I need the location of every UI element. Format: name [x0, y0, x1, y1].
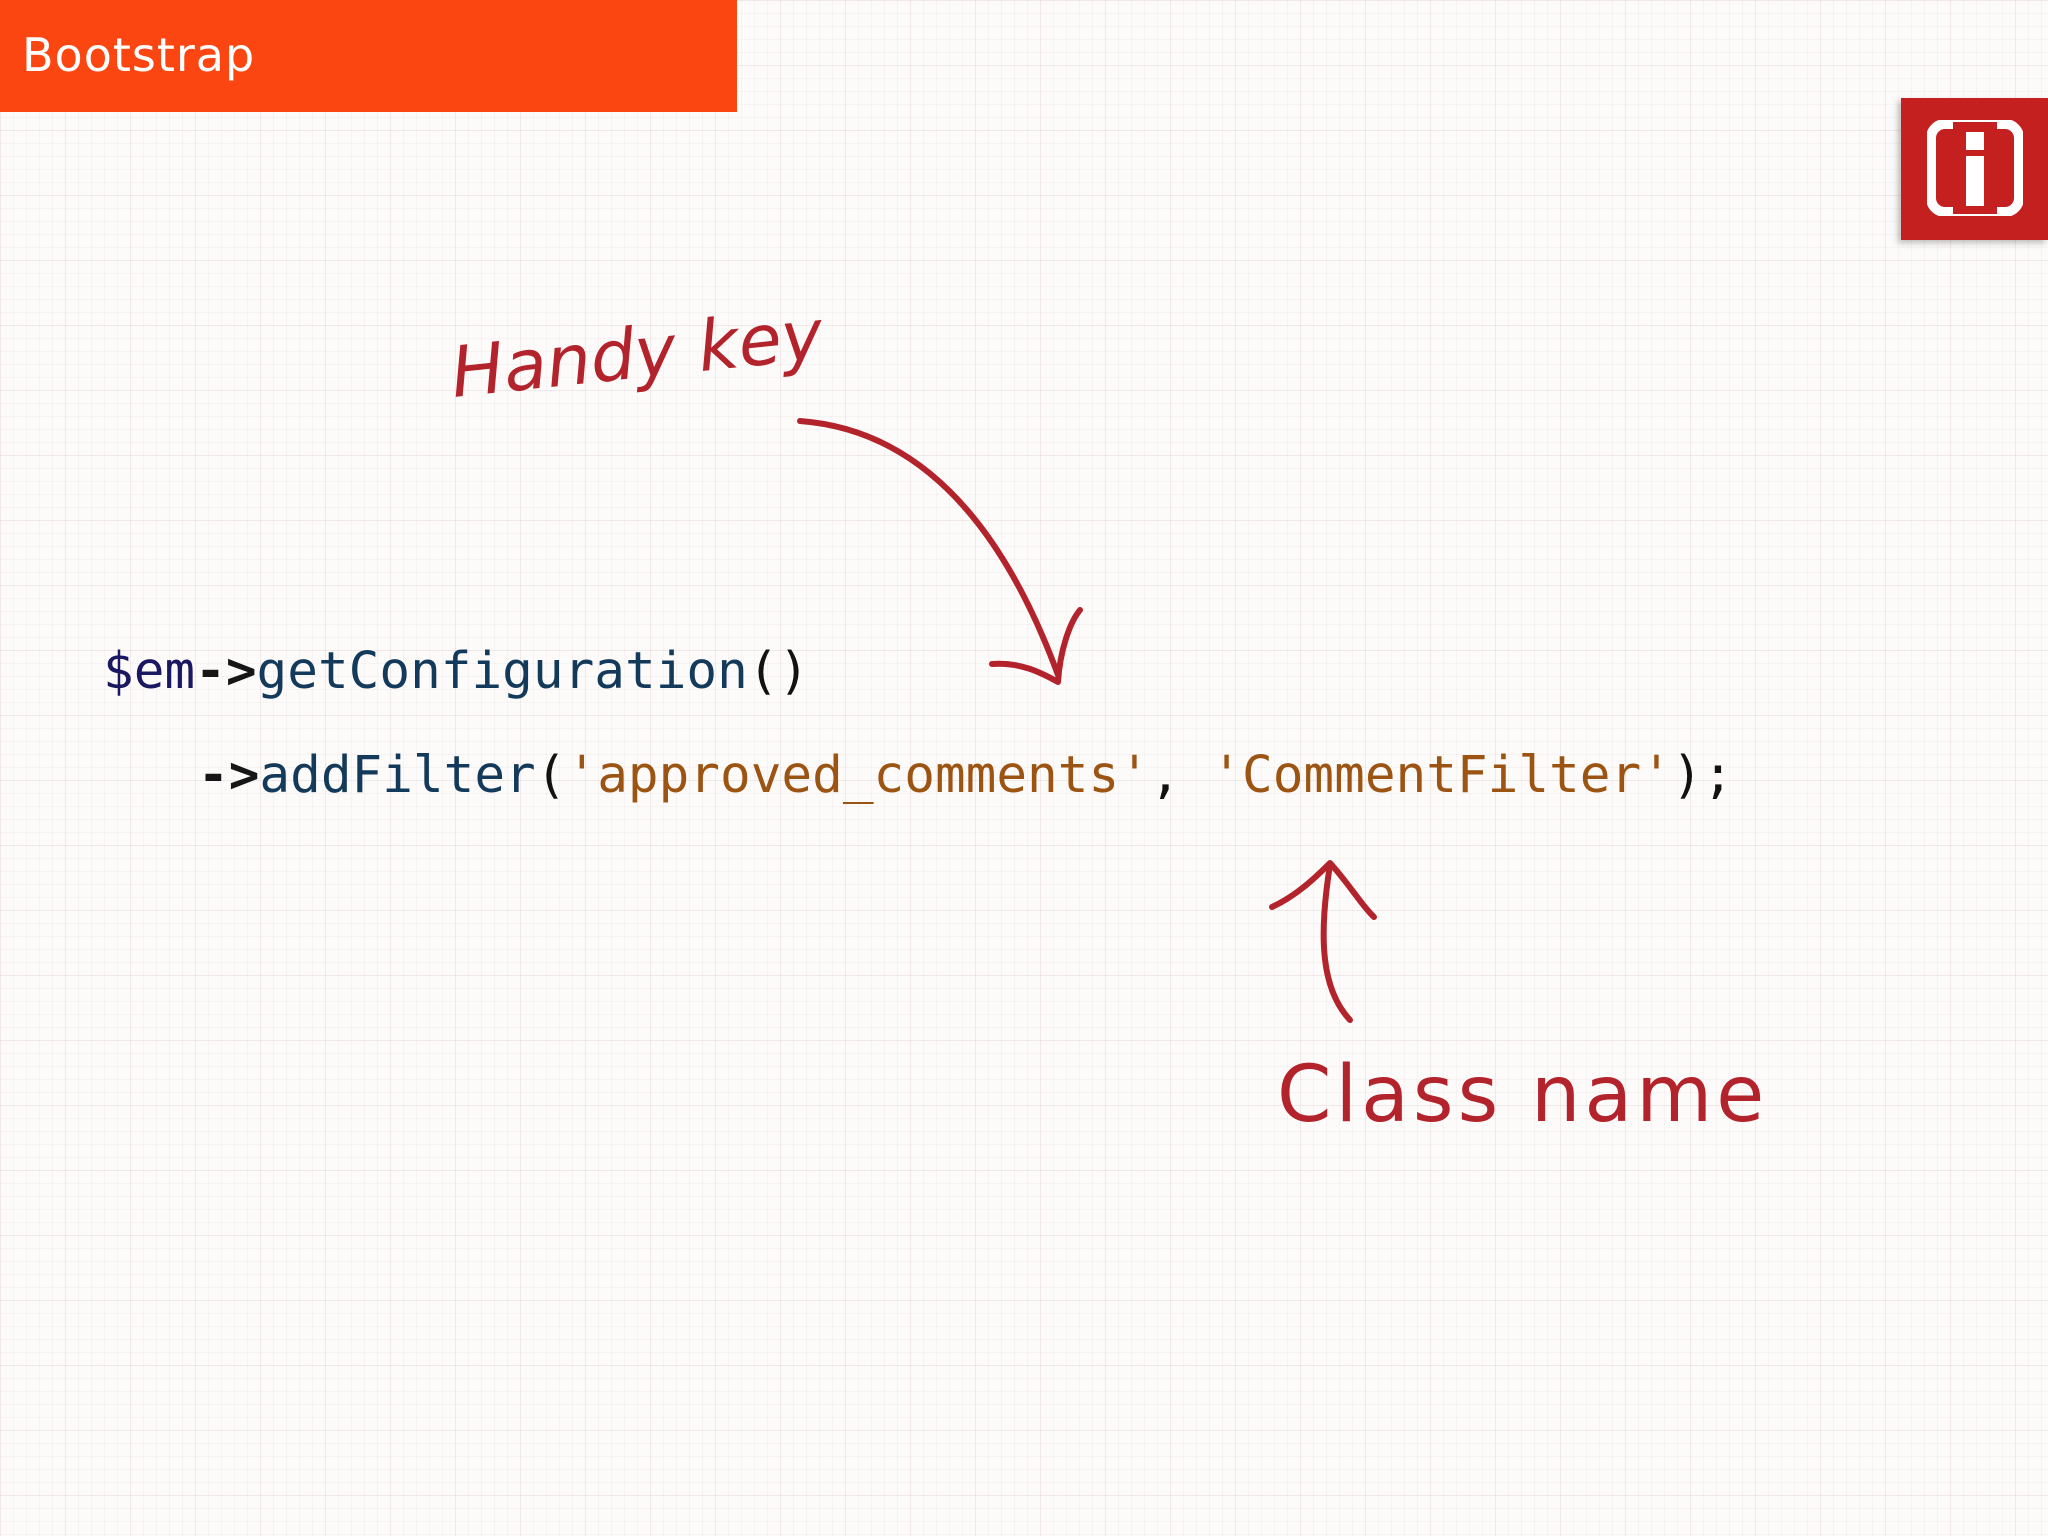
code-arrow-operator: -> [195, 642, 257, 701]
code-method-get-configuration: getConfiguration [256, 642, 748, 701]
code-class-name-string: 'CommentFilter' [1211, 746, 1672, 805]
code-open-paren: ( [535, 746, 567, 805]
header-title: Bootstrap [22, 28, 256, 82]
code-close-statement: ); [1671, 746, 1734, 805]
logo-badge [1901, 98, 2048, 240]
header-bar: Bootstrap [0, 0, 737, 112]
curved-arrow-down-icon [797, 418, 1061, 678]
code-method-add-filter: addFilter [259, 746, 536, 805]
annotation-handy-key: Handy key [447, 293, 827, 414]
curved-arrow-up-icon [1320, 862, 1353, 1023]
code-line-1: $em->getConfiguration() [103, 646, 809, 697]
arrowhead-down-icon [989, 607, 1083, 685]
arrowhead-up-icon [1269, 860, 1377, 920]
code-filter-key-string: 'approved_comments' [566, 746, 1150, 805]
code-line-2: ->addFilter('approved_comments', 'Commen… [198, 750, 1733, 801]
annotation-class-name: Class name [1277, 1050, 1769, 1140]
code-arrow-operator: -> [198, 746, 260, 805]
code-argument-separator: , [1149, 746, 1212, 805]
code-variable: $em [103, 642, 196, 701]
info-badge-icon [1927, 120, 2023, 216]
code-call-parens: () [747, 642, 810, 701]
